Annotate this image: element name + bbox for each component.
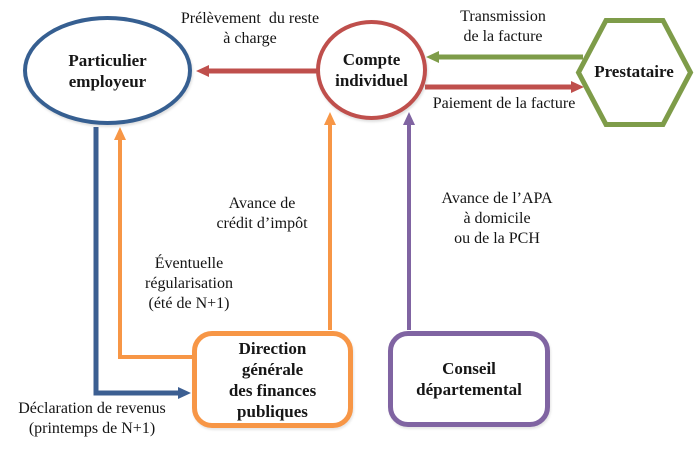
node-prestataire: Prestataire	[594, 62, 674, 81]
label-regularisation: Éventuelle régularisation (été de N+1)	[145, 255, 233, 312]
node-particulier-employeur: Particulier employeur	[23, 16, 192, 125]
label-paiement: Paiement de la facture	[432, 95, 576, 112]
arrow-regularisation	[114, 127, 194, 359]
label-declaration: Déclaration de revenus (printemps de N+1…	[18, 400, 166, 437]
node-prestataire-shape	[575, 18, 694, 127]
label-prelevement: Prélèvement du reste à charge	[180, 10, 320, 47]
node-conseil-departemental: Conseil départemental	[388, 331, 550, 427]
node-compte-individuel: Compte individuel	[316, 20, 427, 120]
label-transmission: Transmission de la facture	[460, 8, 546, 45]
node-dgfip: Direction générale des finances publique…	[192, 331, 353, 428]
label-avance-credit-impot: Avance de crédit d’impôt	[216, 195, 308, 232]
arrow-declaration	[93, 127, 191, 399]
label-avance-apa: Avance de l’APA à domicile ou de la PCH	[441, 190, 553, 247]
